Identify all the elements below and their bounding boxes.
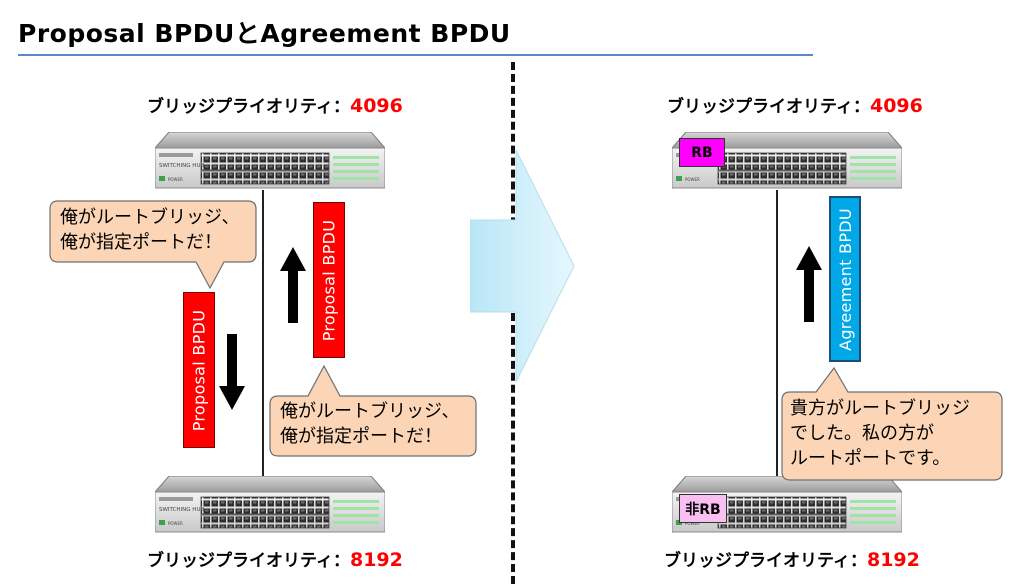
left-top-callout: 俺がルートブリッジ、 俺が指定ポートだ！ — [48, 200, 258, 290]
callout-line: 俺がルートブリッジ、 — [60, 207, 240, 228]
transition-arrow-icon — [470, 150, 575, 382]
title-underline — [18, 54, 813, 56]
right-top-switch-icon: POWER — [672, 132, 902, 189]
left-bottom-switch-icon: SWITCHING HUB POWER — [155, 476, 385, 533]
right-link-cable — [776, 190, 778, 490]
callout-line: 貴方がルートブリッジ — [790, 398, 970, 419]
switch-model-text: SWITCHING HUB — [159, 507, 204, 513]
right-bottom-switch-icon: POWER — [672, 476, 902, 533]
rb-badge: RB — [679, 138, 725, 167]
bpdu-label: Proposal BPDU — [319, 219, 339, 341]
arrow-up-icon — [280, 247, 306, 323]
priority-label: ブリッジプライオリティ： — [667, 97, 870, 117]
left-bottom-callout: 俺がルートブリッジ、 俺が指定ポートだ！ — [268, 364, 478, 458]
callout-line: ルートポートです。 — [790, 448, 951, 469]
callout-line: 俺が指定ポートだ！ — [280, 426, 442, 447]
arrow-down-icon — [219, 334, 245, 410]
right-callout: 貴方がルートブリッジ でした。私の方が ルートポートです。 — [780, 366, 1006, 484]
right-top-priority: ブリッジプライオリティ：4096 — [667, 92, 923, 117]
switch-power-text: POWER — [685, 177, 700, 182]
switch-power-text: POWER — [168, 521, 183, 526]
panel-divider — [511, 62, 515, 584]
bpdu-label: Proposal BPDU — [189, 309, 209, 431]
bpdu-label: Agreement BPDU — [835, 207, 855, 351]
priority-label: ブリッジプライオリティ： — [147, 97, 350, 117]
switch-model-text: SWITCHING HUB — [159, 163, 204, 169]
arrow-up-icon — [796, 246, 822, 322]
proposal-bpdu-down: Proposal BPDU — [183, 292, 215, 448]
callout-line: 俺が指定ポートだ！ — [60, 232, 222, 253]
left-top-switch-icon: SWITCHING HUB POWER — [155, 132, 385, 189]
callout-line: 俺がルートブリッジ、 — [280, 401, 460, 422]
left-bottom-priority: ブリッジプライオリティ：8192 — [147, 546, 403, 571]
left-link-cable — [262, 190, 264, 490]
priority-value: 8192 — [866, 549, 920, 571]
priority-value: 4096 — [869, 95, 923, 117]
priority-value: 4096 — [349, 95, 403, 117]
switch-power-text: POWER — [685, 521, 700, 526]
page-title: Proposal BPDUとAgreement BPDU — [18, 19, 511, 48]
switch-power-text: POWER — [168, 177, 183, 182]
priority-label: ブリッジプライオリティ： — [664, 551, 867, 571]
priority-label: ブリッジプライオリティ： — [147, 551, 350, 571]
proposal-bpdu-up: Proposal BPDU — [313, 202, 345, 358]
callout-line: でした。私の方が — [790, 423, 934, 444]
agreement-bpdu-up: Agreement BPDU — [829, 196, 861, 362]
left-top-priority: ブリッジプライオリティ：4096 — [147, 92, 403, 117]
priority-value: 8192 — [349, 549, 403, 571]
nonrb-badge: 非RB — [679, 494, 727, 523]
right-bottom-priority: ブリッジプライオリティ：8192 — [664, 546, 920, 571]
